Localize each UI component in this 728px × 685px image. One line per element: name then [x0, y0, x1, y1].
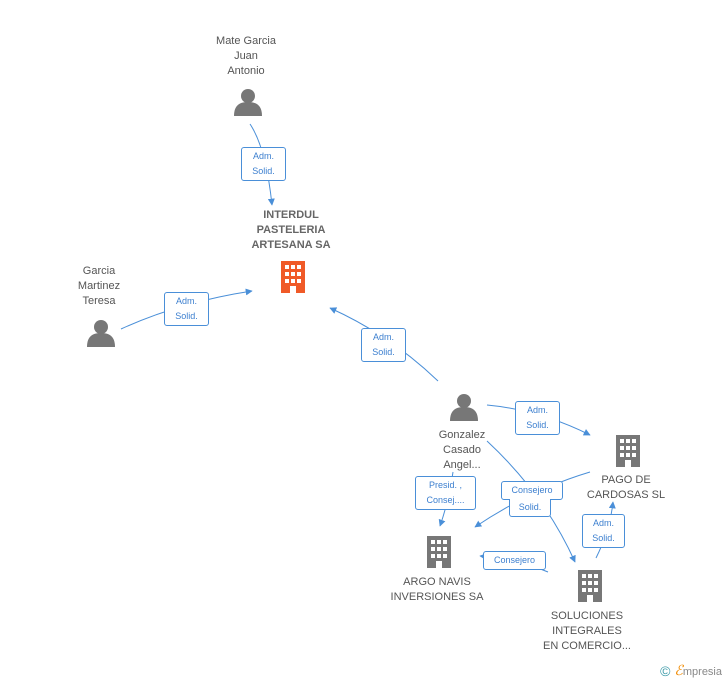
copyright-symbol: ©: [660, 663, 671, 679]
brand-logo[interactable]: ℰmpresia: [674, 663, 722, 679]
edge-label-soluciones-argo[interactable]: Consejero: [483, 551, 546, 570]
edge-label-gonzalez-argo[interactable]: Presid. , Consej....: [415, 476, 476, 510]
building-icon[interactable]: [578, 570, 602, 602]
building-icon[interactable]: [427, 536, 451, 568]
edge-label-gonzalez-pago[interactable]: Adm. Solid.: [515, 401, 560, 435]
node-label-soluciones[interactable]: SOLUCIONES INTEGRALES EN COMERCIO...: [542, 610, 631, 652]
node-label-garcia[interactable]: Garcia Martinez Teresa: [77, 265, 121, 307]
edge-label-gonzalez-soluciones[interactable]: Solid.: [509, 499, 551, 517]
building-icon-main[interactable]: [281, 261, 305, 293]
node-label-interdul[interactable]: INTERDUL PASTELERIA ARTESANA SA: [251, 209, 331, 251]
node-label-mate[interactable]: Mate Garcia Juan Antonio: [216, 35, 276, 77]
person-icon[interactable]: [234, 89, 262, 116]
brand-rest: mpresia: [682, 666, 722, 678]
person-icon[interactable]: [87, 320, 115, 347]
copyright-footer: © ℰmpresia: [660, 663, 722, 679]
edge-label-mate-interdul[interactable]: Adm. Solid.: [241, 147, 286, 181]
node-label-gonzalez[interactable]: Gonzalez Casado Angel...: [438, 429, 486, 471]
edge-label-gonzalez-interdul[interactable]: Adm. Solid.: [361, 328, 406, 362]
node-label-pago[interactable]: PAGO DE CARDOSAS SL: [586, 474, 666, 501]
edge-label-garcia-interdul[interactable]: Adm. Solid.: [164, 292, 209, 326]
building-icon[interactable]: [616, 435, 640, 467]
edge-label-soluciones-pago[interactable]: Adm. Solid.: [582, 514, 625, 548]
brand-initial: ℰ: [674, 663, 683, 679]
edge-label-pago-argo[interactable]: Consejero: [501, 481, 563, 500]
person-icon[interactable]: [450, 394, 478, 421]
node-label-argo[interactable]: ARGO NAVIS INVERSIONES SA: [390, 576, 484, 603]
